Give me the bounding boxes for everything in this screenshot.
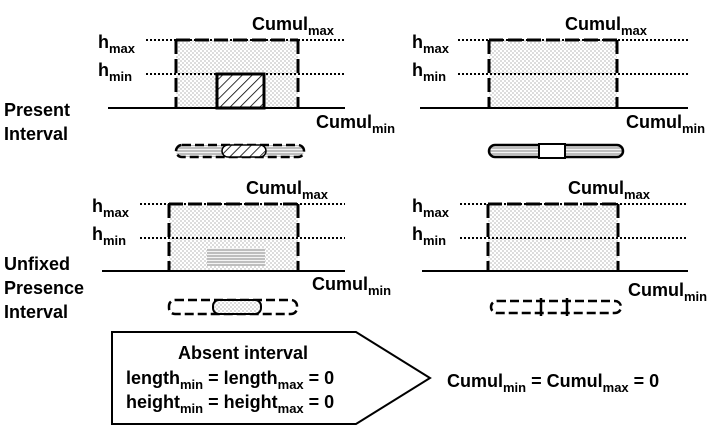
row-label-unfixed-1: Unfixed bbox=[4, 254, 70, 274]
hmin-label: h bbox=[92, 224, 103, 244]
arrow-box-shape bbox=[111, 331, 432, 425]
svg-text:hmin: hmin bbox=[412, 60, 446, 84]
presence-region bbox=[489, 40, 617, 108]
svg-text:Cumulmax: Cumulmax bbox=[568, 178, 651, 202]
cumul-max-label: Cumul bbox=[252, 14, 308, 34]
row-label-present-2: Interval bbox=[4, 124, 68, 144]
svg-text:Cumulmax: Cumulmax bbox=[252, 14, 335, 38]
hmin-label: h bbox=[412, 60, 423, 80]
absent-interval-box: Absent interval lengthmin = lengthmax = … bbox=[111, 331, 432, 425]
bar-dotted-core bbox=[212, 299, 262, 315]
panel-present-left: hmax hmin Cumulmax Cumulmin bbox=[98, 14, 395, 159]
cumul-min-label: Cumul bbox=[628, 280, 684, 300]
hmax-label: h bbox=[92, 196, 103, 216]
cumul-max-label: Cumul bbox=[246, 178, 302, 198]
svg-text:hmax: hmax bbox=[412, 196, 450, 220]
bar-hatched-core bbox=[221, 144, 267, 158]
row-label-present-1: Present bbox=[4, 100, 70, 120]
panel-present-right: hmax hmin Cumulmax Cumulmin bbox=[412, 14, 705, 159]
bar-gap bbox=[538, 143, 566, 159]
panel-unfixed-left: hmax hmin Cumulmax Cumulmin bbox=[92, 178, 391, 316]
panel-unfixed-right: hmax hmin Cumulmax Cumulmin bbox=[412, 178, 707, 316]
svg-text:hmax: hmax bbox=[98, 32, 136, 56]
svg-text:Cumulmin: Cumulmin bbox=[312, 274, 391, 298]
bar-outline bbox=[489, 299, 623, 315]
cumul-min-label: Cumul bbox=[312, 274, 368, 294]
hmax-label: h bbox=[98, 32, 109, 52]
cumul-max-label: Cumul bbox=[568, 178, 624, 198]
svg-text:Cumulmin: Cumulmin bbox=[626, 112, 705, 136]
cumul-min-label: Cumul bbox=[626, 112, 682, 132]
svg-text:Cumulmin: Cumulmin bbox=[628, 280, 707, 304]
svg-text:hmin: hmin bbox=[92, 224, 126, 248]
cumul-min-block bbox=[215, 72, 266, 110]
cumul-min-label: Cumul bbox=[316, 112, 372, 132]
hmin-label: h bbox=[412, 224, 423, 244]
hmax-label: h bbox=[412, 196, 423, 216]
length-equation: lengthmin = lengthmax = 0 bbox=[126, 368, 334, 392]
svg-text:Cumulmax: Cumulmax bbox=[246, 178, 329, 202]
result-equation: Cumulmin = Cumulmax = 0 bbox=[447, 371, 659, 395]
hmin-label: h bbox=[98, 60, 109, 80]
height-equation: heightmin = heightmax = 0 bbox=[126, 392, 334, 416]
cumul-max-label: Cumul bbox=[565, 14, 621, 34]
svg-text:Cumulmin: Cumulmin bbox=[316, 112, 395, 136]
svg-text:hmax: hmax bbox=[92, 196, 130, 220]
hmax-label: h bbox=[412, 32, 423, 52]
svg-text:hmin: hmin bbox=[98, 60, 132, 84]
uncertain-core bbox=[207, 248, 265, 266]
absent-interval-title: Absent interval bbox=[178, 343, 308, 363]
svg-text:Cumulmax: Cumulmax bbox=[565, 14, 648, 38]
svg-text:hmax: hmax bbox=[412, 32, 450, 56]
row-label-unfixed-2: Presence bbox=[4, 278, 84, 298]
svg-text:hmin: hmin bbox=[412, 224, 446, 248]
row-label-unfixed-3: Interval bbox=[4, 302, 68, 322]
